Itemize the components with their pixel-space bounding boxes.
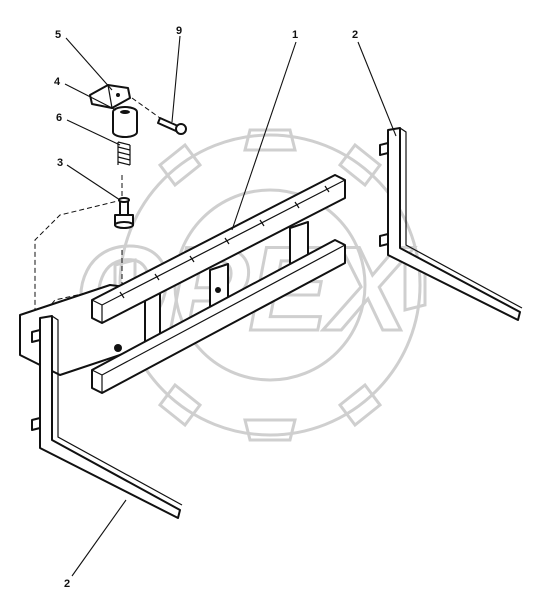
part-1-carriage [19, 174, 346, 394]
leader-9 [171, 35, 181, 123]
leader-3 [66, 164, 121, 201]
part-9-pin [131, 97, 187, 135]
part-6-spring [117, 141, 131, 166]
leader-5 [65, 37, 113, 91]
leader-2-right [357, 41, 397, 137]
leader-lines [64, 35, 397, 577]
leader-6 [66, 119, 121, 146]
callouts: 1 2 2 3 4 5 6 9 [54, 25, 358, 590]
part-2-fork-right [379, 127, 523, 321]
callout-2-left: 2 [64, 578, 70, 590]
leader-4 [64, 83, 117, 111]
callout-9: 9 [176, 25, 182, 37]
part-2-fork-left [31, 315, 183, 519]
callout-5: 5 [55, 29, 61, 41]
callout-2-right: 2 [352, 29, 358, 41]
part-3-locating-pin [114, 197, 134, 229]
leader-2-left [71, 499, 127, 577]
callout-4: 4 [54, 76, 61, 88]
callout-3: 3 [57, 157, 63, 169]
callout-6: 6 [56, 112, 62, 124]
callout-1: 1 [292, 29, 298, 41]
leader-1 [231, 41, 297, 231]
part-4-bushing [112, 106, 138, 138]
assembly-dashed-line [34, 175, 123, 325]
